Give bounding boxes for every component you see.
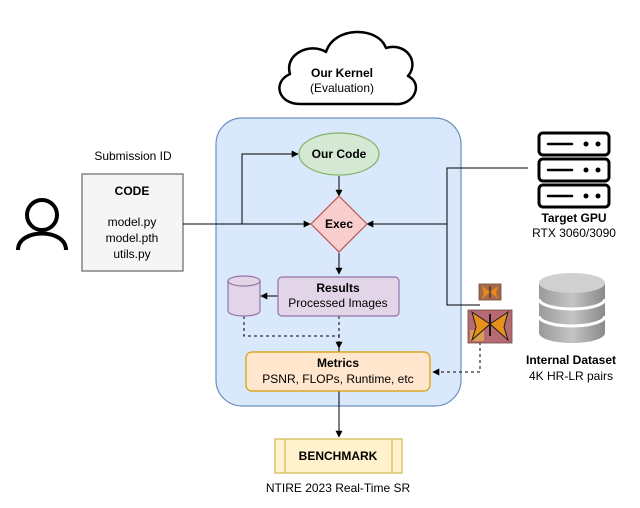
database-icon [537,273,607,343]
results-subtitle: Processed Images [288,296,387,310]
submission-id-caption: Submission ID [94,149,172,163]
exec-node [310,195,368,253]
benchmark-caption: NTIRE 2023 Real-Time SR [266,481,411,495]
results-node [277,276,400,317]
dataset-subtitle: 4K HR-LR pairs [529,369,613,383]
server-icon [537,131,611,209]
code-file: model.pth [106,231,159,245]
gpu-title: Target GPU [541,211,606,225]
code-box [81,173,184,272]
dashed-connectors [243,316,481,376]
our-code-label: Our Code [312,147,367,161]
hr-image-thumbnail [467,309,513,344]
cloud-icon [278,30,418,106]
cloud-title: Our Kernel [311,66,373,80]
metrics-subtitle: PSNR, FLOPs, Runtime, etc [262,372,413,386]
cloud-subtitle: (Evaluation) [310,81,374,95]
benchmark-label: BENCHMARK [299,449,378,463]
results-title: Results [316,281,360,295]
gpu-subtitle: RTX 3060/3090 [532,226,616,240]
our-code-node [298,132,380,176]
connectors [183,150,528,438]
lr-image-thumbnail [478,283,502,301]
metrics-node [245,351,431,392]
dataset-title: Internal Dataset [526,353,616,367]
code-file: model.py [108,215,157,229]
storage-cylinder-icon [227,275,261,317]
user-icon [16,198,68,251]
code-file: utils.py [113,247,150,261]
code-heading: CODE [115,184,150,198]
benchmark-node [274,438,403,474]
exec-label: Exec [325,217,353,231]
metrics-title: Metrics [317,356,359,370]
